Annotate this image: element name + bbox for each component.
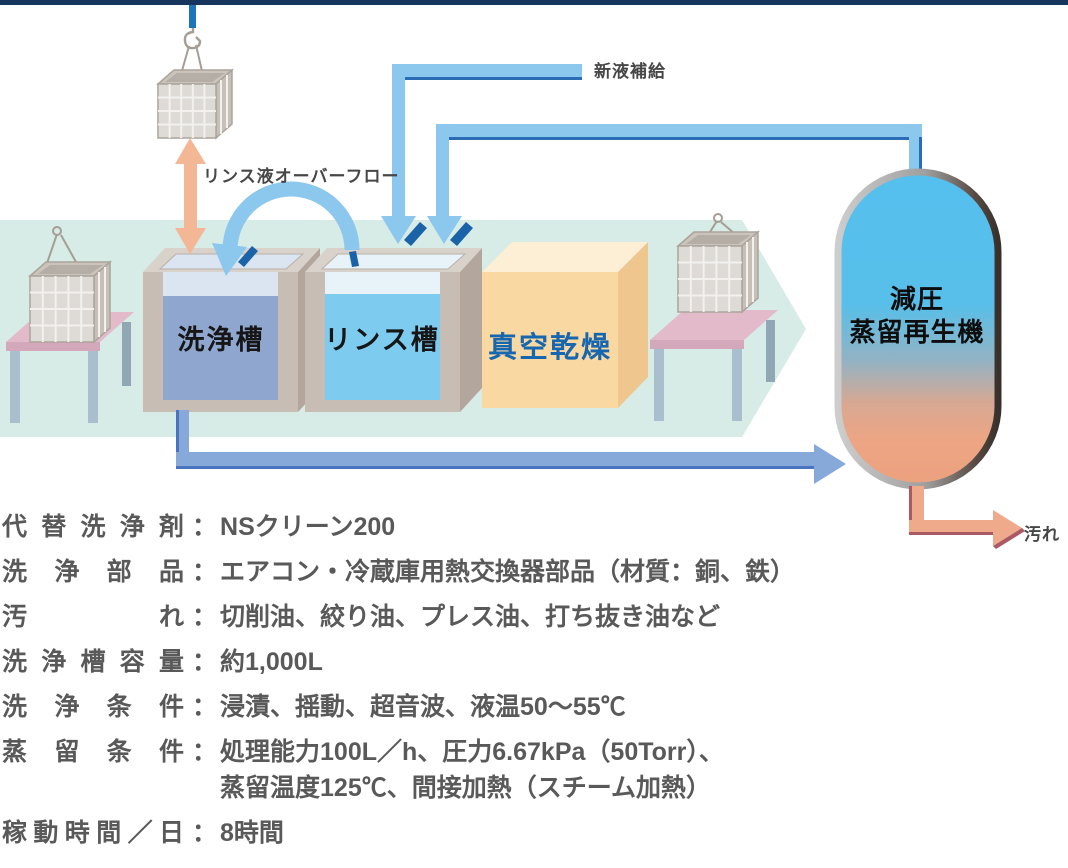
spec-separator: ：	[192, 693, 218, 721]
wash-tank	[143, 248, 320, 412]
right-table	[650, 310, 778, 421]
spec-separator: ：	[192, 738, 218, 766]
spec-row-cleaning-agent: 代替洗浄剤 ： NSクリーン200	[2, 509, 982, 545]
spec-separator: ：	[192, 648, 218, 676]
regenerator-label-line2: 蒸留再生機	[849, 316, 985, 347]
spec-label: 代替洗浄剤	[2, 513, 184, 541]
spec-separator: ：	[192, 819, 218, 847]
spec-row-operating-hours: 稼動時間／日 ： 8時間	[2, 815, 982, 851]
spec-row-soil: 汚れ ： 切削油、絞り油、プレス油、打ち抜き油など	[2, 599, 982, 635]
crane-cable	[189, 5, 196, 28]
crane-updown-arrow	[175, 138, 206, 254]
spec-label: 洗浄槽容量	[2, 648, 184, 676]
spec-separator: ：	[192, 603, 218, 631]
overflow-arc-arrow	[212, 181, 360, 276]
wash-tank-label: 洗浄槽	[177, 325, 265, 355]
crane-hook-icon	[183, 28, 202, 50]
regenerated-solvent-pipe	[427, 124, 922, 246]
spec-row-parts: 洗浄部品 ： エアコン・冷蔵庫用熱交換器部品（材質：銅、鉄）	[2, 554, 982, 590]
waste-pipe	[909, 486, 1025, 549]
spec-value: 8時間	[220, 819, 284, 847]
rinse-tank-label: リンス槽	[324, 325, 440, 355]
spec-label: 汚れ	[2, 603, 184, 631]
spec-row-distillation-conditions: 蒸留条件 ： 処理能力100L／h、圧力6.67kPa（50Torr）、 蒸留温…	[2, 734, 982, 806]
vacuum-dryer-box	[482, 242, 648, 408]
fresh-solvent-pipe	[381, 64, 582, 246]
spec-value: 処理能力100L／h、圧力6.67kPa（50Torr）、 蒸留温度125℃、間…	[220, 738, 724, 802]
spec-separator: ：	[192, 558, 218, 586]
fresh-solvent-label: 新液補給	[594, 62, 666, 81]
waste-label: 汚れ	[1024, 525, 1060, 544]
rinse-tank	[305, 248, 482, 412]
regenerator-label-line1: 減圧	[889, 284, 944, 314]
spec-value: 約1,000L	[220, 648, 323, 676]
left-basket	[28, 226, 112, 344]
spec-list: 代替洗浄剤 ： NSクリーン200 洗浄部品 ： エアコン・冷蔵庫用熱交換器部品…	[2, 509, 982, 860]
spec-label: 稼動時間／日	[2, 819, 184, 847]
spec-value: 浸漬、揺動、超音波、液温50～55℃	[220, 693, 626, 721]
overflow-label: リンス液オーバーフロー	[203, 167, 400, 186]
spec-value: 切削油、絞り油、プレス油、打ち抜き油など	[220, 603, 721, 631]
spec-row-tank-capacity: 洗浄槽容量 ： 約1,000L	[2, 644, 982, 680]
regenerator-label: 減圧 蒸留再生機	[843, 283, 991, 348]
spec-value: NSクリーン200	[220, 513, 396, 541]
dirty-solvent-pipe	[176, 410, 846, 484]
right-basket	[676, 213, 760, 314]
spec-row-wash-conditions: 洗浄条件 ： 浸漬、揺動、超音波、液温50～55℃	[2, 689, 982, 725]
spec-label: 蒸留条件	[2, 738, 184, 766]
spec-separator: ：	[192, 513, 218, 541]
spec-label: 洗浄部品	[2, 558, 184, 586]
ceiling-rail	[0, 0, 1068, 5]
hanging-basket	[156, 68, 234, 140]
spec-value: エアコン・冷蔵庫用熱交換器部品（材質：銅、鉄）	[220, 558, 796, 586]
spec-label: 洗浄条件	[2, 693, 184, 721]
vacuum-dryer-label: 真空乾燥	[487, 332, 612, 364]
